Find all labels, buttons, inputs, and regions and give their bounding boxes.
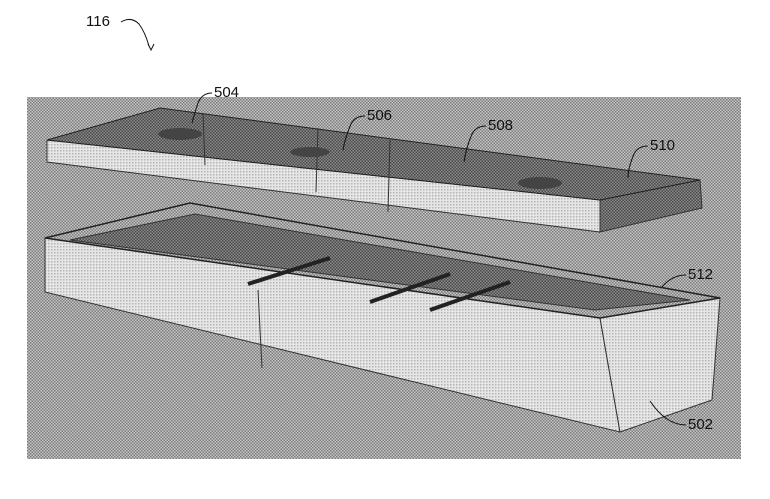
label-504: 504 <box>214 84 240 101</box>
label-512: 512 <box>688 266 714 283</box>
tray <box>44 202 721 433</box>
label-506: 506 <box>367 107 393 124</box>
label-510: 510 <box>650 137 676 154</box>
label-508: 508 <box>488 117 514 134</box>
figure-ref-116: 116 <box>86 13 110 30</box>
leader-lines <box>120 18 687 426</box>
lid <box>46 107 703 233</box>
label-502: 502 <box>688 416 714 433</box>
lid-top-surface <box>46 107 701 201</box>
tray-inner-floor <box>69 213 691 311</box>
